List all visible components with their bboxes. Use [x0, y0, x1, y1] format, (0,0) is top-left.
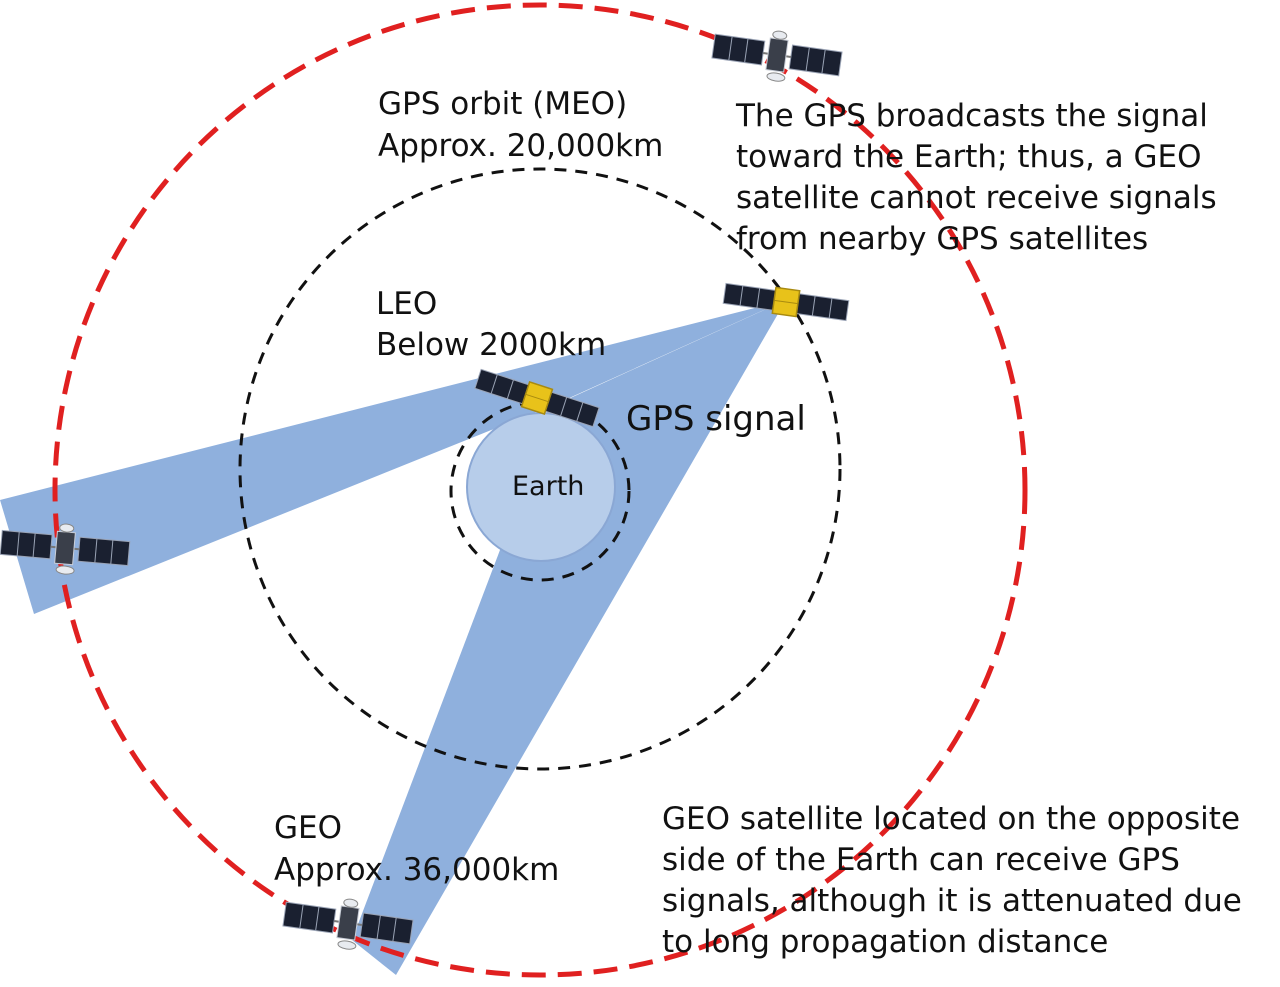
bottom-note-line: to long propagation distance: [662, 924, 1108, 960]
leo-label-line1: LEO: [376, 286, 437, 322]
gps-signal-label: GPS signal: [626, 399, 806, 439]
bottom-note-line: GEO satellite located on the opposite: [662, 801, 1240, 837]
leo-orbit: [449, 400, 631, 582]
meo-label-line1: GPS orbit (MEO): [378, 86, 627, 122]
geo-label-line2: Approx. 36,000km: [274, 852, 559, 888]
geo-orbit: [52, 2, 1028, 978]
top-note-line: toward the Earth; thus, a GEO: [736, 139, 1202, 175]
satellite-icon: [709, 21, 845, 91]
geo-label-line1: GEO: [274, 810, 342, 846]
meo-orbit: [238, 167, 842, 771]
bottom-note-line: side of the Earth can receive GPS: [662, 842, 1180, 878]
leo-label-line2: Below 2000km: [376, 327, 606, 363]
bottom-note-line: signals, although it is attenuated due: [662, 883, 1242, 919]
top-note-line: The GPS broadcasts the signal: [735, 98, 1208, 134]
gps-signal-beam-left: [0, 300, 786, 614]
top-note-line: satellite cannot receive signals: [736, 180, 1217, 216]
top-note-line: from nearby GPS satellites: [736, 221, 1148, 257]
gps-signal-beam-down: [352, 300, 786, 975]
earth-label: Earth: [512, 471, 584, 502]
meo-label-line2: Approx. 20,000km: [378, 128, 663, 164]
